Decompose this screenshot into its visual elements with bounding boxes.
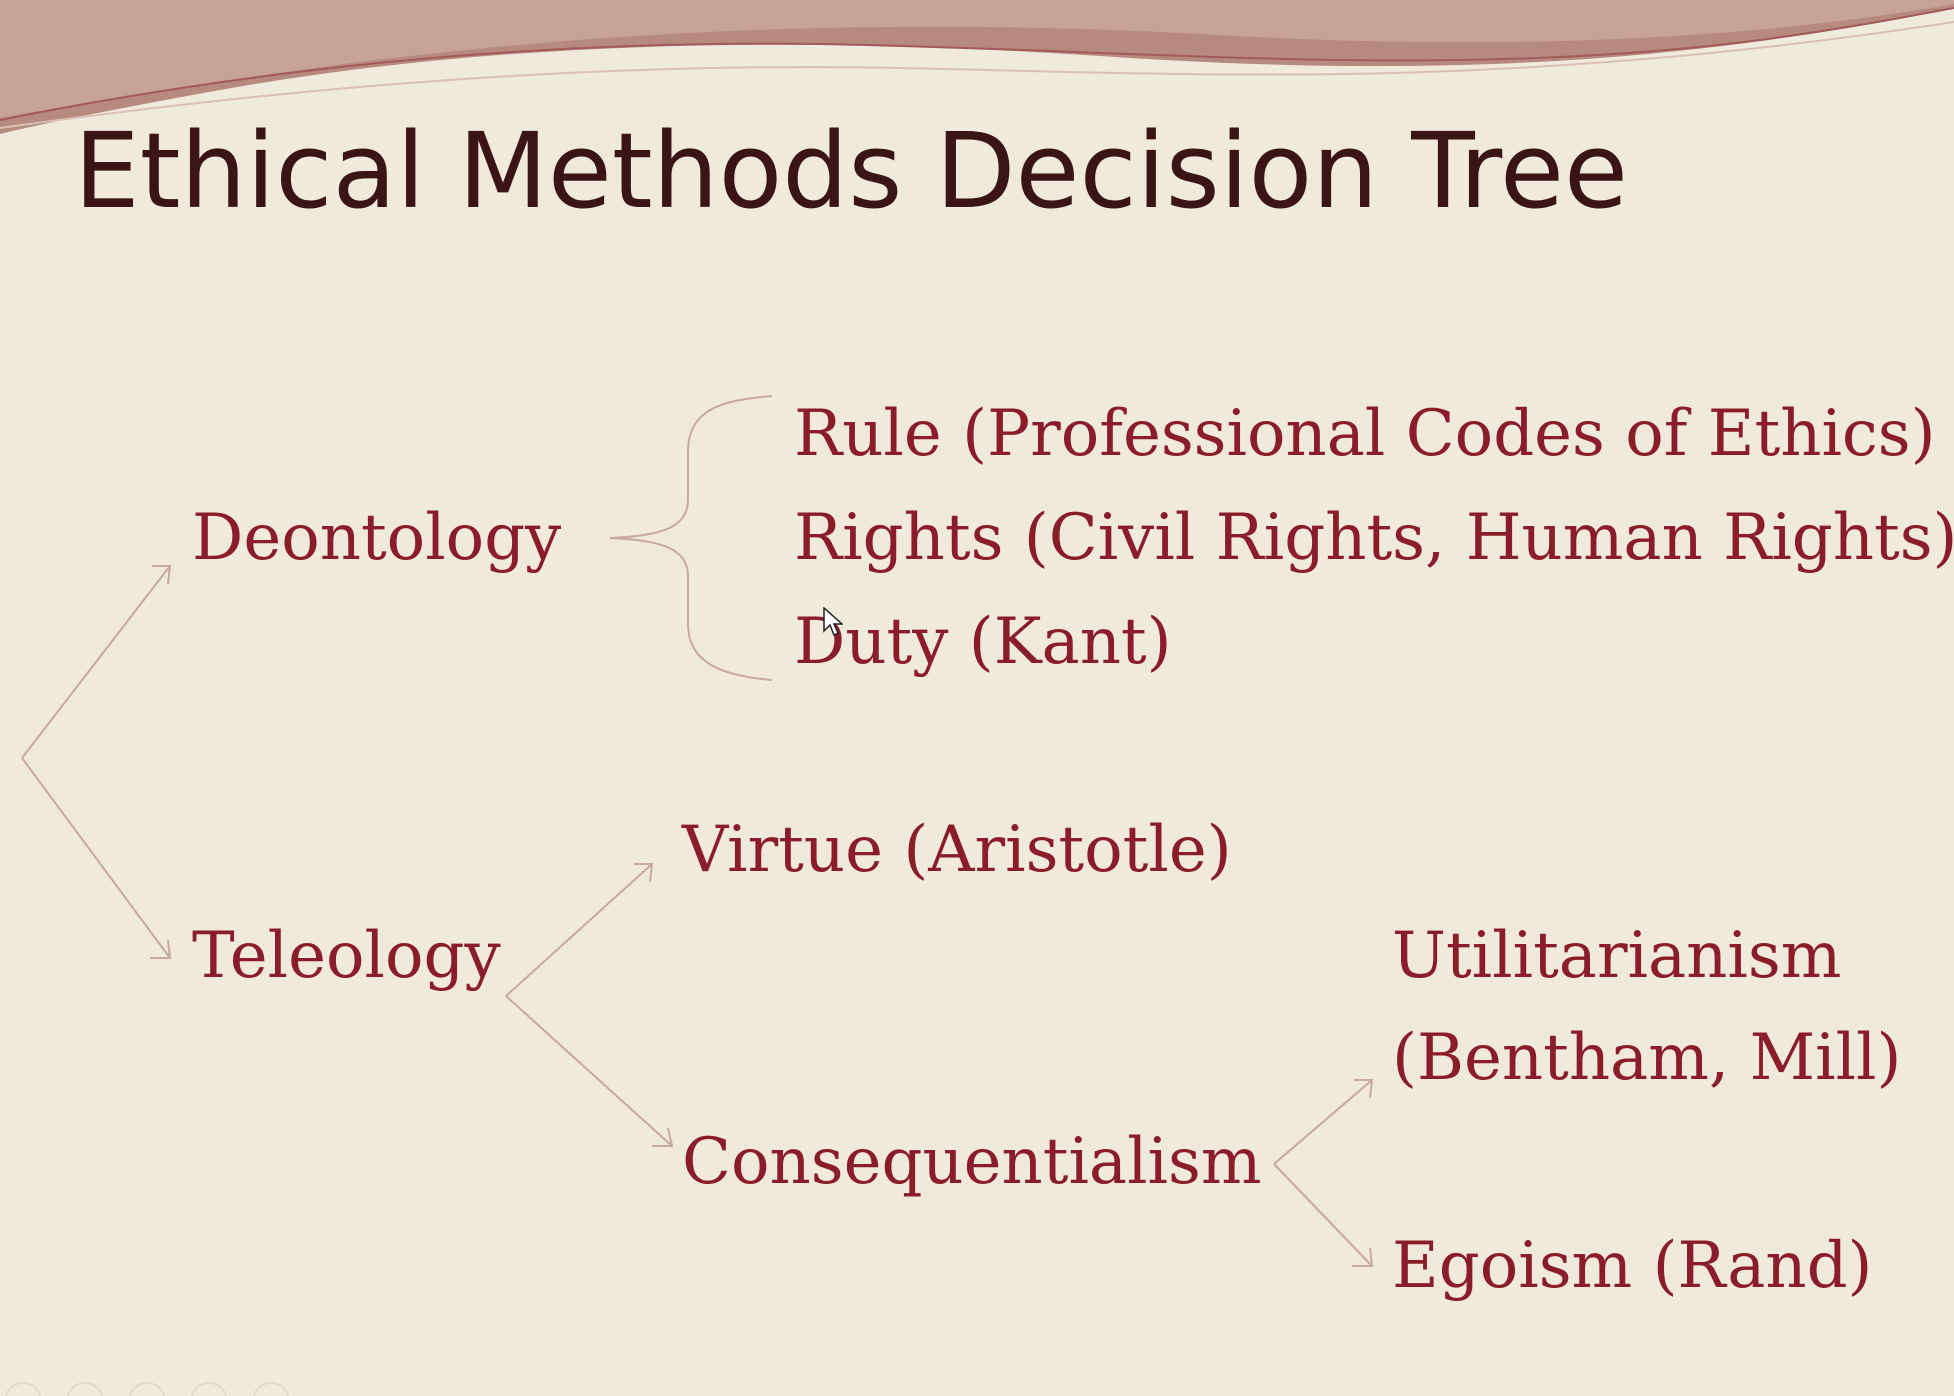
previous-slide-control-icon[interactable] — [4, 1382, 42, 1396]
node-consequentialism: Consequentialism — [682, 1125, 1262, 1199]
root-to-deontology-arrowhead — [152, 565, 172, 585]
zoom-control-icon[interactable] — [190, 1382, 228, 1396]
teleology-to-virtue-arrowhead — [634, 863, 654, 883]
more-options-control-icon[interactable] — [252, 1382, 290, 1396]
node-utilitarianism-line2: (Bentham, Mill) — [1392, 1021, 1902, 1095]
node-rights: Rights (Civil Rights, Human Rights) — [794, 501, 1954, 575]
consequentialism-to-utilitarianism-arrowhead — [1354, 1079, 1374, 1099]
teleology-to-consequentialism-arrow — [505, 995, 673, 1147]
node-deontology: Deontology — [192, 501, 562, 575]
mouse-cursor-icon — [823, 607, 843, 637]
teleology-to-consequentialism-arrowhead — [652, 1127, 674, 1147]
root-to-teleology-arrow — [21, 757, 171, 959]
node-rule: Rule (Professional Codes of Ethics) — [794, 397, 1936, 471]
root-to-teleology-arrowhead — [150, 939, 172, 959]
header-swoosh-decoration — [0, 0, 1954, 134]
node-duty: Duty (Kant) — [794, 605, 1172, 679]
consequentialism-to-utilitarianism-arrow — [1273, 1079, 1373, 1165]
consequentialism-to-egoism-arrow — [1273, 1163, 1373, 1267]
teleology-to-virtue-arrow — [505, 863, 653, 997]
deontology-brace — [609, 395, 773, 681]
slideshow-controls — [4, 1382, 290, 1396]
slide-title: Ethical Methods Decision Tree — [74, 110, 1628, 232]
root-to-deontology-arrow — [21, 565, 171, 759]
node-virtue: Virtue (Aristotle) — [682, 813, 1232, 887]
consequentialism-to-egoism-arrowhead — [1352, 1247, 1374, 1267]
pen-control-icon[interactable] — [66, 1382, 104, 1396]
node-teleology: Teleology — [192, 919, 501, 993]
node-egoism: Egoism (Rand) — [1392, 1229, 1873, 1303]
node-utilitarianism-line1: Utilitarianism — [1392, 919, 1842, 993]
grid-control-icon[interactable] — [128, 1382, 166, 1396]
